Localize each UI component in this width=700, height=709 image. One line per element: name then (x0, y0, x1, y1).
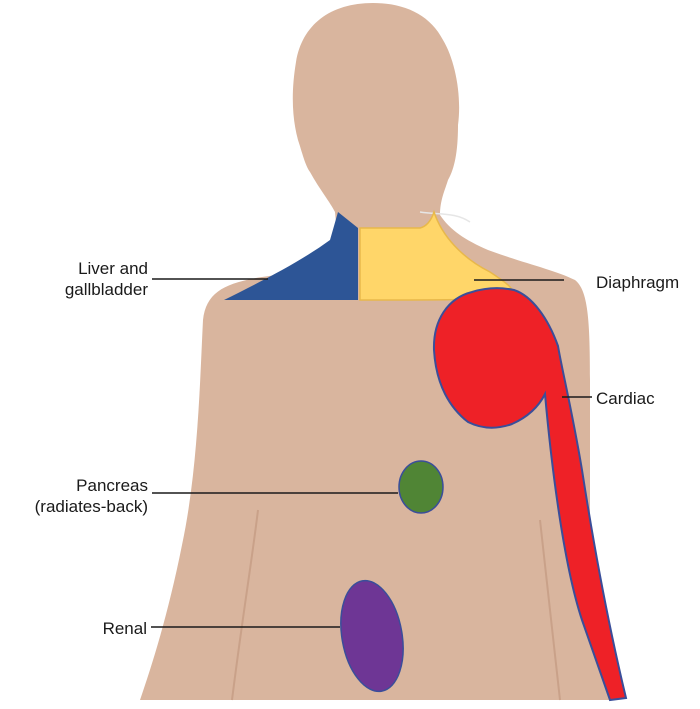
pancreas-label: Pancreas (radiates-back) (35, 475, 148, 517)
liver-label-line1: Liver and (65, 258, 148, 279)
liver-label-line2: gallbladder (65, 279, 148, 300)
pancreas-icon (399, 461, 443, 513)
liver-label: Liver and gallbladder (65, 258, 148, 300)
pancreas-label-line2: (radiates-back) (35, 496, 148, 517)
cardiac-label: Cardiac (596, 388, 655, 409)
pancreas-label-line1: Pancreas (35, 475, 148, 496)
diaphragm-label: Diaphragm (596, 272, 679, 293)
renal-label: Renal (103, 618, 147, 639)
